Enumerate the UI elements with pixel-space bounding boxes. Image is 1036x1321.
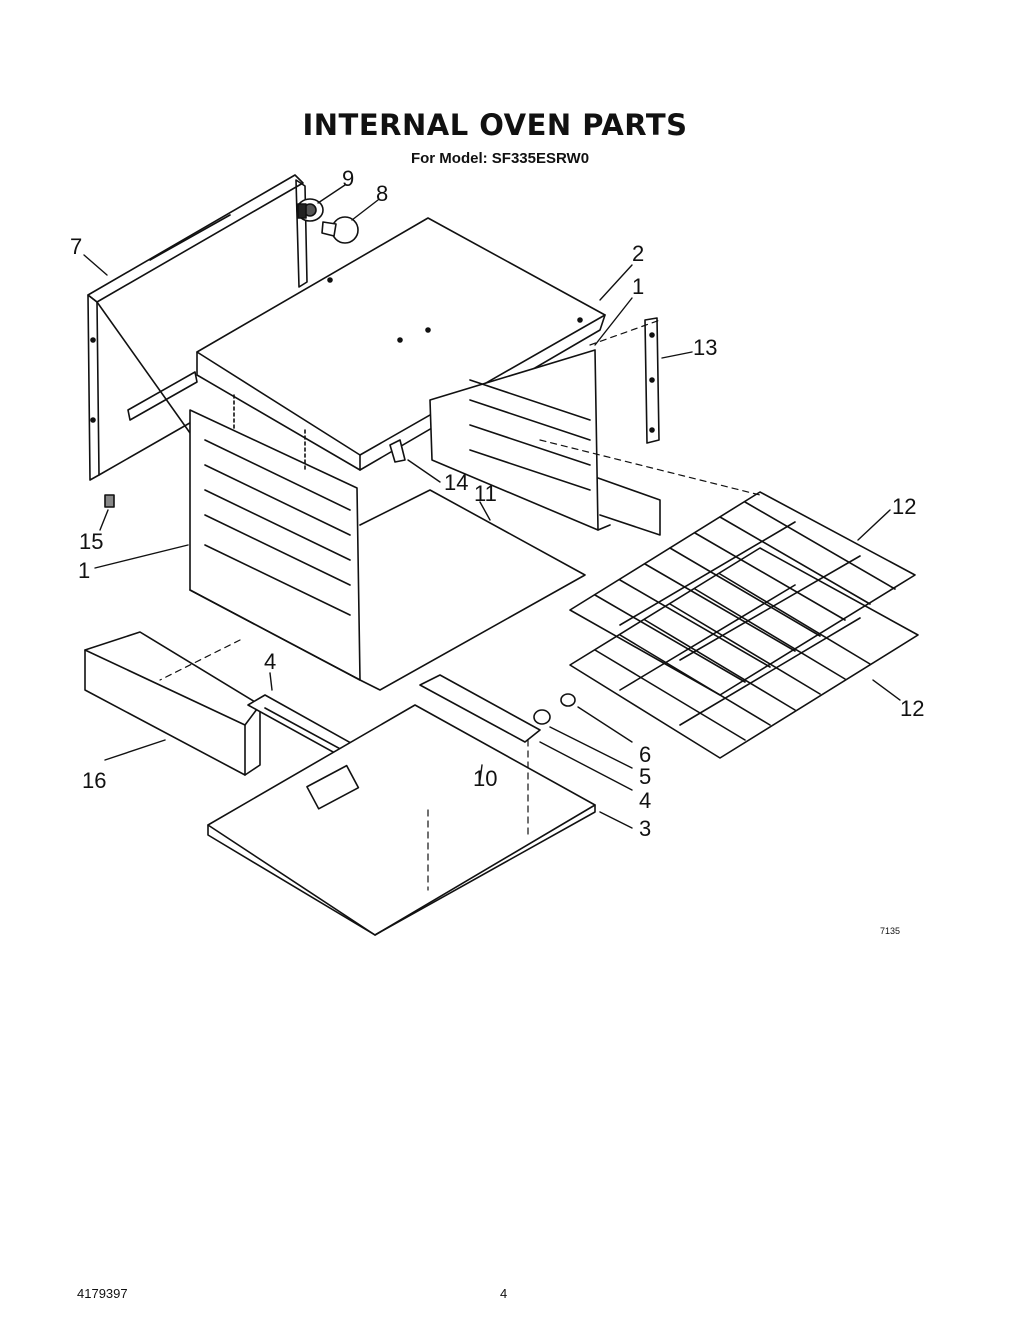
document-number: 4179397 <box>77 1286 128 1301</box>
figure-number: 7135 <box>880 926 901 936</box>
callout-8: 8 <box>376 181 389 206</box>
part-9-lamp-socket <box>296 198 324 222</box>
part-5-bracket <box>533 709 551 725</box>
part-3-bottom-tray <box>207 704 596 936</box>
callout-12-lower: 12 <box>900 696 925 721</box>
callout-10: 10 <box>473 766 498 791</box>
part-15-clip <box>104 494 115 508</box>
part-1-left-side-panel <box>189 394 361 681</box>
callout-3: 3 <box>639 816 652 841</box>
callout-2: 2 <box>632 241 645 266</box>
callout-1-upper: 1 <box>632 274 645 299</box>
callout-15: 15 <box>79 529 104 554</box>
part-8-lamp-bulb <box>321 216 359 244</box>
part-6-orifice <box>560 693 576 707</box>
callout-14: 14 <box>444 470 469 495</box>
part-13-side-strip <box>644 317 660 444</box>
part-14-clip <box>389 439 406 463</box>
callout-12-upper: 12 <box>892 494 917 519</box>
callout-5: 5 <box>639 764 652 789</box>
callout-1-lower: 1 <box>78 558 91 583</box>
part-12-oven-rack-upper <box>569 491 916 696</box>
part-16-front-trim <box>84 631 261 776</box>
part-4-burner-support-right <box>419 674 541 743</box>
callout-4-left: 4 <box>264 649 277 674</box>
assembly-guide-lines <box>159 319 761 891</box>
callout-4-right: 4 <box>639 788 652 813</box>
callout-9: 9 <box>342 166 355 191</box>
page-number: 4 <box>500 1286 508 1301</box>
callout-16: 16 <box>82 768 107 793</box>
page-title: INTERNAL OVEN PARTS <box>302 108 688 142</box>
part-11-oven-bottom <box>359 489 586 691</box>
part-7-rear-panel <box>87 174 308 481</box>
callout-7: 7 <box>70 234 83 259</box>
model-subtitle: For Model: SF335ESRW0 <box>410 150 590 167</box>
callout-leader-lines <box>83 184 901 829</box>
part-1-right-side-panel <box>429 349 661 536</box>
callout-13: 13 <box>693 335 718 360</box>
callout-6: 6 <box>639 742 652 767</box>
part-12-oven-rack-lower <box>569 547 919 759</box>
callout-11: 11 <box>474 481 497 506</box>
